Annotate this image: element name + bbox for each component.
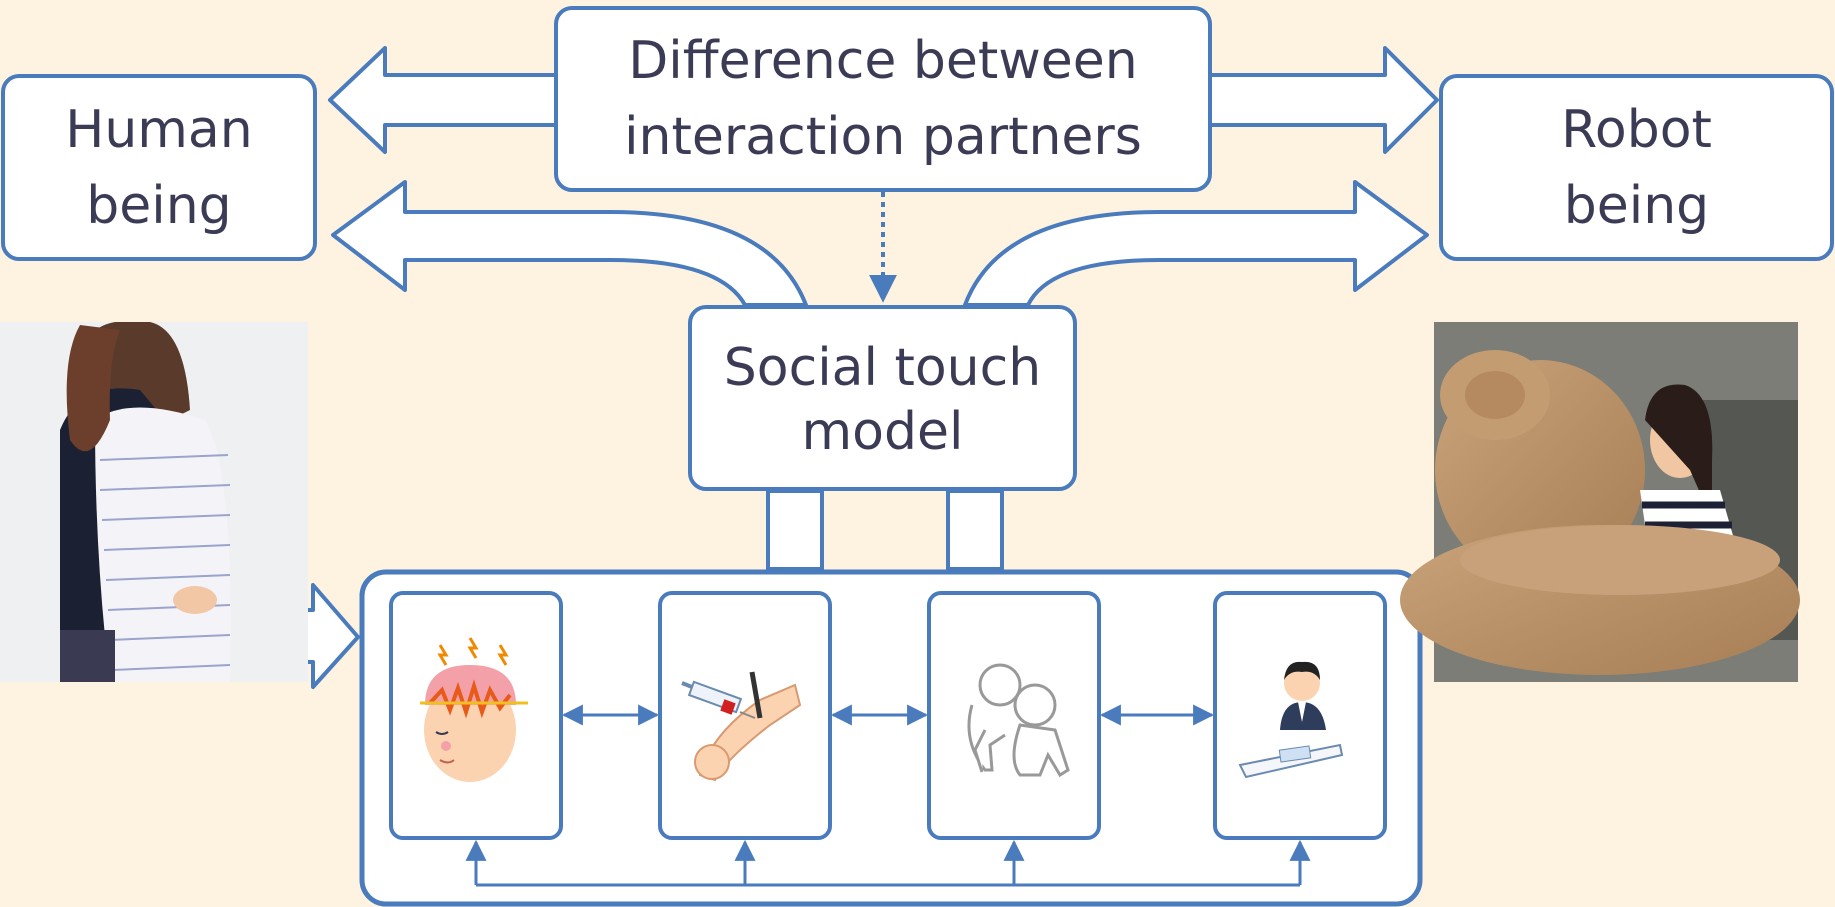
- robot-being-box: [1439, 74, 1834, 261]
- two-figures-icon: [967, 663, 1070, 778]
- photo-two-people-hugging: [0, 322, 308, 682]
- photo-child-hugging-giant-teddy-bear: [1400, 322, 1800, 682]
- arrow-right-top: [1208, 46, 1439, 154]
- modalities-frame: [359, 569, 1423, 907]
- social-touch-model-box: [688, 305, 1077, 491]
- injection-arm-icon: [681, 671, 802, 782]
- difference-box: [554, 6, 1212, 192]
- arrow-left-top: [328, 46, 558, 154]
- panel-figures: [927, 591, 1101, 840]
- connector-bar-right: [946, 489, 1004, 571]
- curved-arrow-right: [963, 180, 1429, 307]
- human-being-box: [1, 74, 317, 261]
- curved-arrow-left: [331, 180, 808, 307]
- brain-pain-icon: [420, 637, 528, 782]
- connector-bar-left: [766, 489, 824, 571]
- person-writing-desk-icon: [1238, 661, 1344, 779]
